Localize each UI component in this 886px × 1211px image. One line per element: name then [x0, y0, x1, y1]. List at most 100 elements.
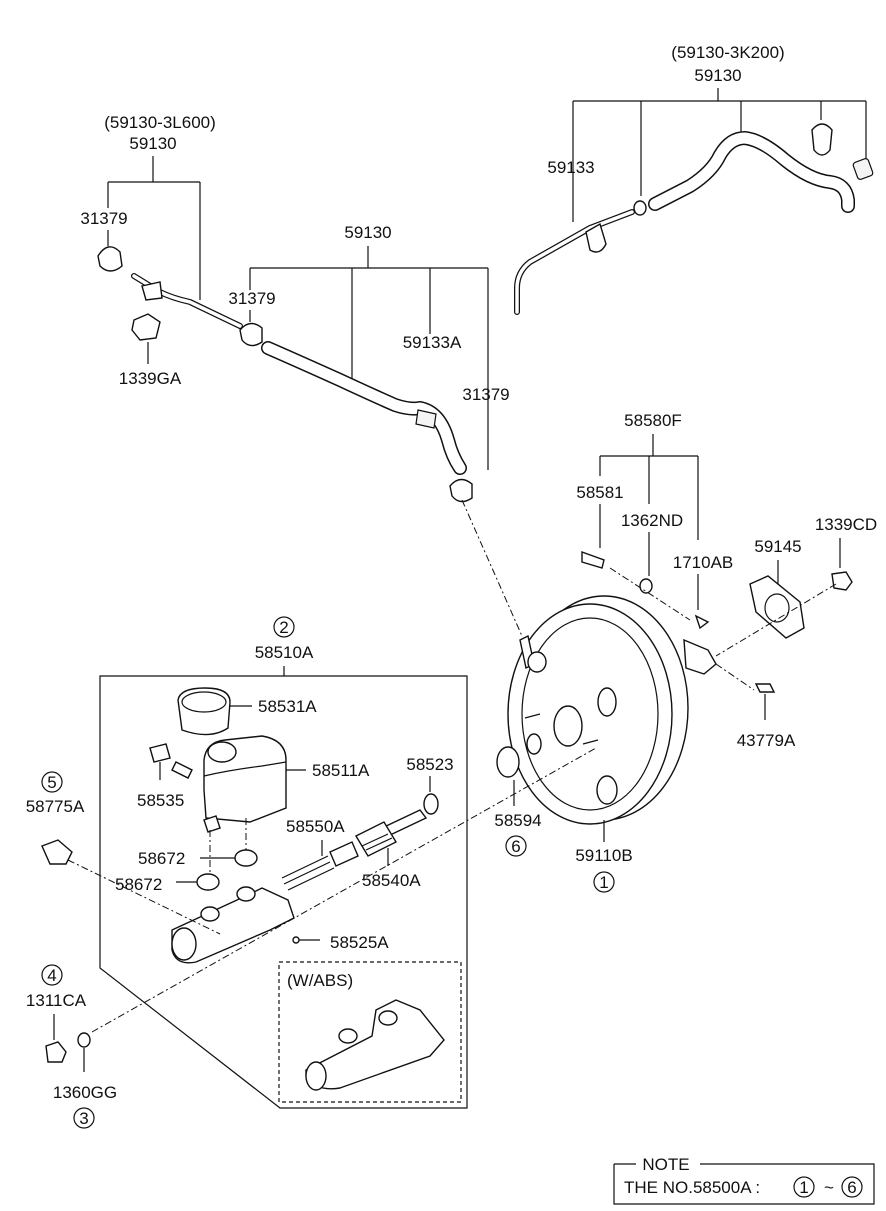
- note-text: THE NO.58500A :: [624, 1178, 760, 1197]
- callout-5-circle: [41, 771, 63, 793]
- label-58511A: 58511A: [312, 761, 370, 780]
- label-59133A: 59133A: [403, 333, 462, 352]
- booster-rear-mount: [683, 638, 717, 675]
- label-1362ND: 1362ND: [621, 511, 683, 530]
- wabs-variant-box: [278, 961, 462, 1103]
- label-59130-3K200: (59130-3K200): [671, 43, 784, 62]
- booster-hole-b: [596, 775, 618, 805]
- hose-assembly-top-right: (59130-3K200) 59130 59133: [514, 43, 874, 315]
- label-58775A: 58775A: [26, 797, 85, 816]
- hose-clip-top-right: [811, 123, 833, 156]
- metal-pipe-59133: [514, 209, 635, 315]
- clevis-pin-58581: [581, 551, 605, 569]
- booster-studs: [524, 713, 599, 745]
- pipe-bracket: [585, 222, 607, 253]
- booster-mount-parts: 1339CD 59145 43779A: [715, 515, 877, 750]
- callout-2: 2: [279, 618, 288, 637]
- label-1710AB: 1710AB: [673, 553, 734, 572]
- callout-4-circle: [41, 964, 63, 986]
- oring-58594-group: 58594 6: [494, 746, 542, 857]
- label-59130-top-right: 59130: [694, 66, 741, 85]
- plug-58775A-group: 5 58775A: [26, 771, 85, 865]
- washer-1360GG: [77, 1032, 91, 1048]
- nut-1339CD: [831, 571, 853, 591]
- booster-hole-c: [526, 733, 542, 755]
- washer-1362ND: [639, 578, 653, 594]
- nut-washer-group: 4 1311CA 1360GG 3: [26, 964, 117, 1129]
- connector-59133A: [415, 409, 437, 429]
- note-sep: ~: [824, 1178, 834, 1197]
- grommet-58672-a: [234, 849, 258, 867]
- note-box: NOTE THE NO.58500A : 1 ~ 6: [613, 1155, 875, 1205]
- level-sensor-58535: [149, 743, 171, 763]
- leader-lines-59130-top-left: [107, 156, 201, 300]
- callout-1-circle: [593, 871, 615, 893]
- label-59145: 59145: [754, 537, 801, 556]
- label-58581: 58581: [576, 483, 623, 502]
- master-cylinder-58510A: 2 58510A 58531A 58511A 58535 58523 58540…: [99, 616, 468, 1109]
- gasket-59145: [749, 575, 805, 639]
- assembly-line-hose-to-booster: [461, 499, 523, 637]
- label-43779A: 43779A: [737, 731, 796, 750]
- pipe-bracket-left: [141, 281, 163, 301]
- hose-clip-31379-b: [239, 322, 263, 347]
- kit-58580F: 58580F 58581 1362ND 1710AB: [576, 411, 734, 630]
- callout-3: 3: [79, 1109, 88, 1128]
- label-31379-b: 31379: [228, 289, 275, 308]
- master-cylinder-abs: [305, 999, 445, 1090]
- callout-1: 1: [599, 873, 608, 892]
- leader-lines-59130-top-right: [572, 88, 867, 222]
- callout-5: 5: [47, 773, 56, 792]
- piston-spring: [281, 855, 335, 891]
- label-58510A: 58510A: [255, 643, 314, 662]
- booster-center-hole: [553, 705, 583, 747]
- label-58523: 58523: [406, 755, 453, 774]
- label-59110B: 59110B: [575, 846, 632, 865]
- label-58550A: 58550A: [286, 817, 345, 836]
- assembly-line-main: [91, 747, 597, 1033]
- hose-clip-31379-a: [97, 246, 123, 272]
- note-title: NOTE: [642, 1155, 689, 1174]
- booster-shell-front: [507, 603, 673, 825]
- label-31379-c: 31379: [462, 385, 509, 404]
- callout-6: 6: [511, 837, 520, 856]
- assembly-line-plug: [67, 859, 221, 935]
- grommet-1339GA: [131, 313, 161, 341]
- reservoir-outlet: [203, 815, 221, 833]
- oring-58594: [496, 746, 520, 778]
- reservoir-cap-58531A: [177, 687, 231, 736]
- label-58580F: 58580F: [624, 411, 682, 430]
- note-to: 6: [847, 1178, 856, 1197]
- note-from: 1: [799, 1178, 808, 1197]
- booster-hole-a: [597, 687, 617, 717]
- label-58672-b: 58672: [115, 875, 162, 894]
- hose-assembly-top-left: (59130-3L600) 59130 31379 1339GA: [80, 113, 243, 388]
- label-59130-top-left: 59130: [129, 134, 176, 153]
- label-58594: 58594: [494, 811, 541, 830]
- label-1311CA: 1311CA: [26, 991, 87, 1010]
- piston-58550A: [329, 841, 359, 867]
- label-1339GA: 1339GA: [119, 369, 182, 388]
- label-59130-3L600: (59130-3L600): [104, 113, 216, 132]
- brake-booster-59110B: 59110B 1: [507, 595, 717, 893]
- label-58535: 58535: [137, 791, 184, 810]
- plug-58775A: [41, 839, 73, 865]
- label-wabs: (W/ABS): [287, 971, 353, 990]
- label-58531A: 58531A: [258, 697, 317, 716]
- check-valve-connector: [852, 158, 874, 180]
- label-58525A: 58525A: [330, 933, 389, 952]
- label-58540A: 58540A: [362, 871, 421, 890]
- hose-assembly-center: 59130 31379 59133A 31379: [228, 223, 523, 637]
- callout-2-circle: [273, 616, 295, 638]
- label-59130-center: 59130: [344, 223, 391, 242]
- label-58672-a: 58672: [138, 849, 185, 868]
- leader-lines-58580F: [599, 434, 699, 540]
- leader-lines-59130-center: [249, 246, 489, 470]
- callout-3-circle: [73, 1107, 95, 1129]
- nut-1311CA: [45, 1041, 67, 1063]
- master-cylinder-boundary: [99, 675, 468, 1109]
- screw-58525A: [292, 936, 300, 944]
- label-1360GG: 1360GG: [53, 1083, 117, 1102]
- label-1339CD: 1339CD: [815, 515, 877, 534]
